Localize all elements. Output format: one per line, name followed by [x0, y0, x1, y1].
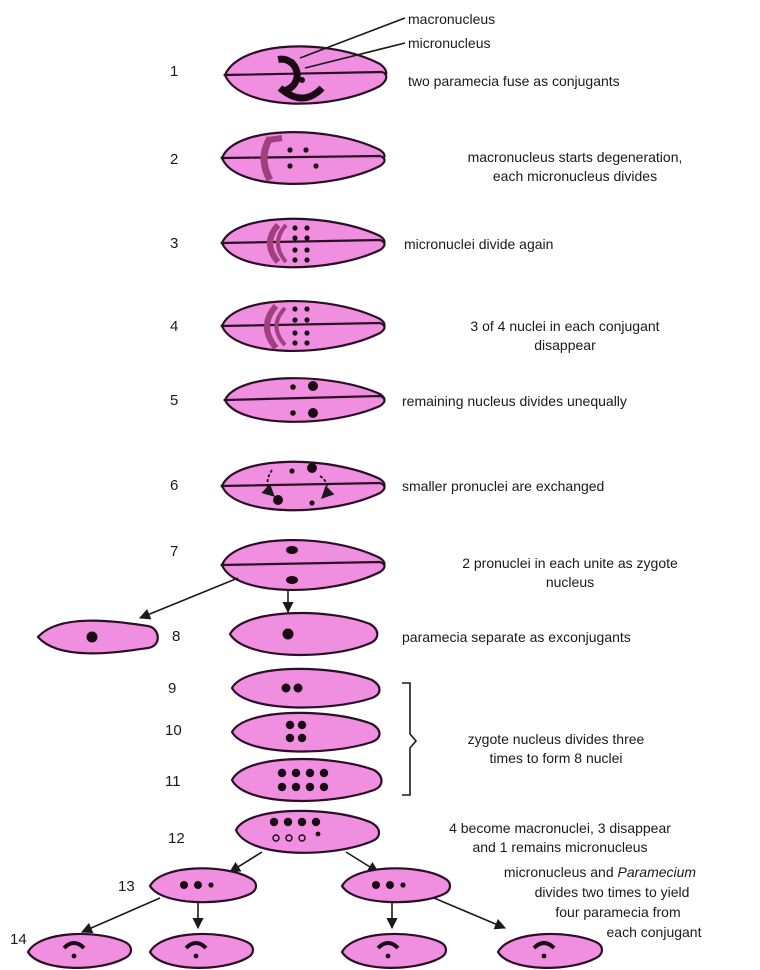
split-arrow-1 [82, 898, 160, 932]
step-10-cell [232, 713, 380, 752]
step-13-cell-right [342, 868, 450, 902]
step-number-6: 6 [170, 477, 178, 494]
step-4-conjugant-pair [222, 301, 385, 351]
step-12-description-line1: 4 become macronuclei, 3 disappear [449, 820, 671, 836]
split-arrow-4 [434, 898, 505, 928]
step-8-description: paramecia separate as exconjugants [402, 629, 631, 645]
final-description-line2: divides two times to yield [535, 884, 690, 900]
step-14-cell-4 [498, 934, 602, 968]
step-12-cell [236, 811, 379, 853]
micronucleus-label: micronucleus [408, 35, 490, 51]
step-number-5: 5 [170, 392, 178, 409]
step-number-12: 12 [168, 830, 185, 847]
step-number-14: 14 [10, 931, 27, 948]
macronucleus-label: macronucleus [408, 11, 495, 27]
step-number-2: 2 [170, 151, 178, 168]
step-14-cell-1 [28, 934, 131, 968]
step-number-9: 9 [168, 680, 176, 697]
bracket-description-line1: zygote nucleus divides three [468, 731, 645, 747]
macronucleus-pointer [300, 18, 405, 58]
separation-arrow-left [140, 578, 238, 618]
step-14-cell-3 [342, 934, 446, 968]
division-arrow-left [230, 852, 262, 872]
step-number-11: 11 [165, 773, 181, 790]
step-7-description-line1: 2 pronuclei in each unite as zygote [462, 555, 678, 571]
step-11-cell [232, 759, 382, 801]
final-description-line4: each conjugant [607, 924, 702, 940]
step-3-conjugant-pair [222, 219, 385, 267]
step-7-description-line2: nucleus [546, 574, 594, 590]
final-description-line1: micronucleus and Paramecium [504, 864, 697, 880]
step-2-description-line2: each micronucleus divides [493, 168, 657, 184]
step-2-description-line1: macronucleus starts degeneration, [468, 149, 683, 165]
step-9-cell [232, 669, 380, 708]
step-7-conjugant-pair [222, 540, 385, 590]
step-4-description-line1: 3 of 4 nuclei in each conjugant [470, 318, 659, 334]
step-5-conjugant-pair [225, 378, 385, 422]
final-description-line3: four paramecia from [555, 904, 680, 920]
step-5-description: remaining nucleus divides unequally [402, 393, 627, 409]
step-2-conjugant-pair [222, 132, 385, 184]
step-1-conjugant-pair [225, 46, 386, 103]
step-1-description: two paramecia fuse as conjugants [408, 73, 620, 89]
step-number-4: 4 [170, 318, 178, 335]
step-4-description-line2: disappear [534, 337, 596, 353]
step-13-cell-left [150, 868, 256, 902]
bracket-description-line2: times to form 8 nuclei [489, 750, 622, 766]
step-number-13: 13 [118, 878, 135, 895]
bracket-9-11 [402, 683, 416, 795]
step-8-exconjugant-left [38, 621, 158, 654]
step-6-conjugant-pair [222, 462, 385, 510]
step-3-description: micronuclei divide again [404, 236, 553, 252]
step-6-description: smaller pronuclei are exchanged [402, 478, 604, 494]
step-number-7: 7 [170, 543, 178, 560]
step-number-10: 10 [165, 722, 182, 739]
step-14-cell-2 [150, 934, 253, 968]
step-12-description-line2: and 1 remains micronucleus [472, 839, 647, 855]
step-number-3: 3 [170, 235, 178, 252]
step-number-1: 1 [170, 63, 178, 80]
step-8-exconjugant-right [230, 613, 377, 655]
step-number-8: 8 [172, 628, 180, 645]
